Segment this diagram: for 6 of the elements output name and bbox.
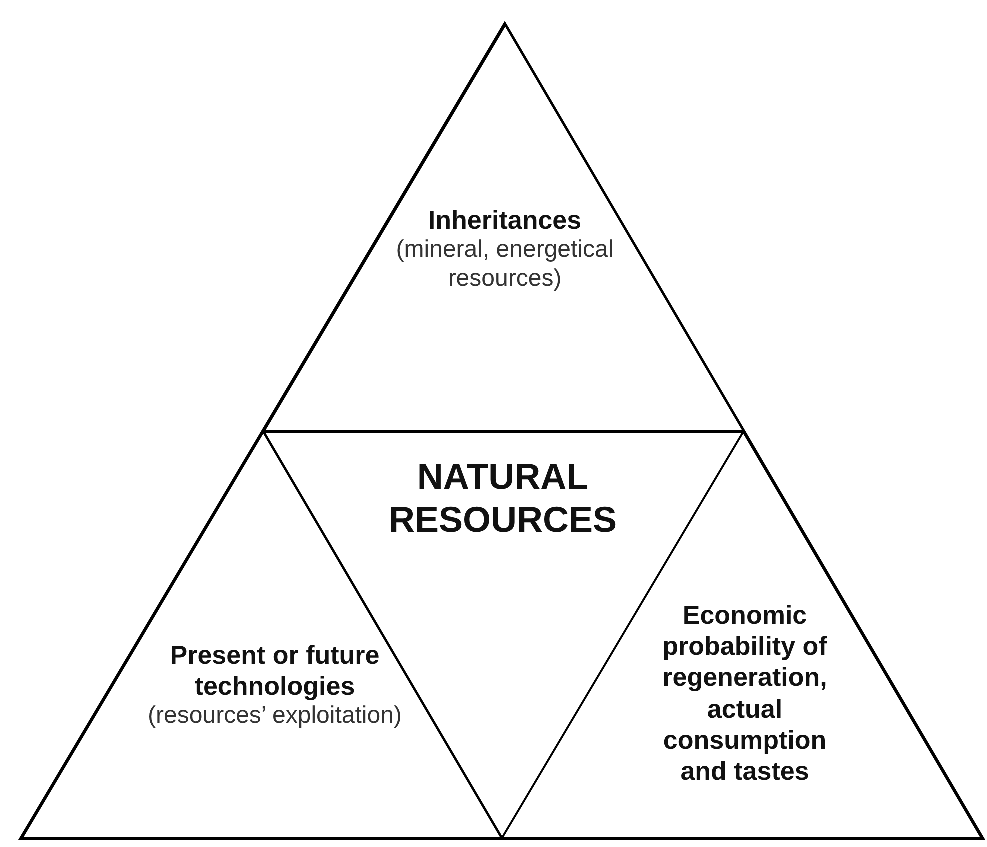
heading-text: Present or future technologies	[169, 640, 381, 702]
heading-text: Inheritances	[427, 205, 583, 236]
body-text: Economic probability of regeneration, actual consumption and tastes	[662, 600, 828, 788]
body-text: (mineral, energetical resources)	[395, 236, 615, 294]
title-text: NATURAL RESOURCES	[388, 455, 618, 542]
body-text: (resources’ exploitation)	[147, 702, 403, 731]
